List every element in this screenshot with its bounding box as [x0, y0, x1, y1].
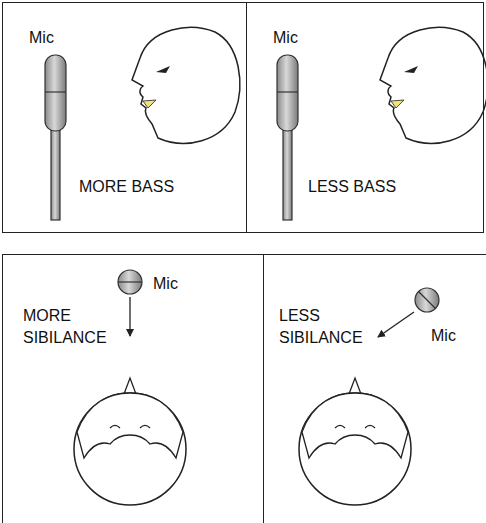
head-top-view: [299, 378, 411, 505]
face-profile: [380, 28, 486, 144]
panel-label: LESS SIBILANCE: [279, 305, 379, 349]
direction-arrow: [378, 312, 414, 337]
microphone: [45, 55, 66, 220]
diagram-panel: MicLESS BASS: [246, 2, 484, 233]
panel-label: Mic: [153, 273, 213, 295]
diagram-panel: LESS SIBILANCE Mic: [263, 254, 486, 523]
panel-label: LESS BASS: [308, 176, 448, 198]
panel-label: MORE SIBILANCE: [23, 305, 123, 349]
microphone-top-view: [118, 270, 142, 294]
panel-label: Mic: [29, 27, 89, 49]
panel-label: Mic: [431, 325, 486, 347]
head-top-view: [74, 378, 186, 505]
face-profile: [132, 28, 240, 144]
microphone-top-view: [415, 288, 439, 312]
diagram-panel: MicMORE SIBILANCE: [2, 254, 264, 523]
direction-arrow: [129, 297, 130, 336]
panel-label: Mic: [273, 27, 333, 49]
microphone: [277, 55, 298, 220]
diagram-panel: MicMORE BASS: [2, 2, 247, 233]
panel-label: MORE BASS: [79, 176, 219, 198]
